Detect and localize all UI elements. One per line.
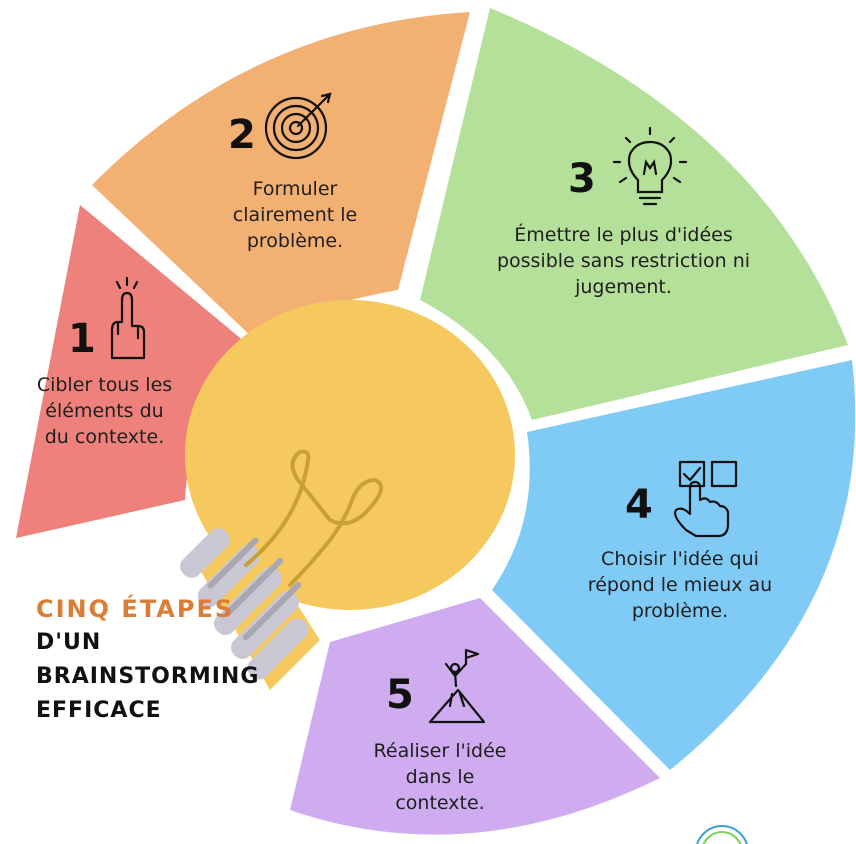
title-line-1: CINQ ÉTAPES	[36, 595, 235, 623]
step-5-number: 5	[386, 672, 414, 718]
step-2-number: 2	[228, 112, 256, 158]
step-1-line-2: éléments du	[45, 400, 164, 422]
step-4-line-3: problème.	[631, 600, 729, 622]
step-5-description: Réaliser l'idée dans le contexte.	[350, 738, 530, 816]
logo-mark	[696, 825, 748, 844]
pointing-finger-icon	[110, 276, 146, 360]
step-2-description: Formuler clairement le problème.	[200, 176, 390, 254]
step-5-line-1: Réaliser l'idée	[373, 740, 507, 762]
segment-step-4	[492, 360, 856, 770]
step-3-line-3: jugement.	[575, 276, 672, 298]
segment-step-3	[420, 8, 848, 420]
step-4-line-1: Choisir l'idée qui	[601, 548, 759, 570]
segment-step-5	[290, 598, 660, 835]
title-line-2: D'UN	[36, 630, 102, 655]
step-2-line-1: Formuler	[252, 178, 338, 200]
lightbulb-icon	[612, 126, 688, 206]
step-5-line-3: contexte.	[395, 792, 485, 814]
title-line-4: EFFICACE	[36, 698, 162, 723]
step-4-number: 4	[625, 482, 653, 528]
step-3-description: Émettre le plus d'idées possible sans re…	[456, 222, 791, 300]
title-line-3: BRAINSTORMING	[36, 664, 260, 689]
lightbulb-illustration	[180, 300, 515, 690]
step-3-line-2: possible sans restriction ni	[496, 250, 751, 272]
diagram-title: CINQ ÉTAPES D'UN BRAINSTORMING EFFICACE	[36, 592, 296, 728]
summit-flag-icon	[428, 648, 486, 724]
step-1-number: 1	[68, 316, 96, 362]
step-3-line-1: Émettre le plus d'idées	[514, 224, 733, 246]
target-icon	[264, 92, 332, 160]
step-2-line-2: clairement le	[232, 204, 358, 226]
step-5-line-2: dans le	[405, 766, 475, 788]
step-1-line-1: Cibler tous les	[36, 374, 173, 396]
step-4-line-2: répond le mieux au	[587, 574, 773, 596]
step-4-description: Choisir l'idée qui répond le mieux au pr…	[560, 546, 800, 624]
step-1-line-3: du contexte.	[44, 426, 165, 448]
step-1-description: Cibler tous les éléments du du contexte.	[22, 372, 187, 450]
checkbox-click-icon	[674, 460, 738, 538]
step-2-line-3: problème.	[246, 230, 344, 252]
step-3-number: 3	[568, 156, 596, 202]
segment-step-2	[92, 12, 470, 340]
